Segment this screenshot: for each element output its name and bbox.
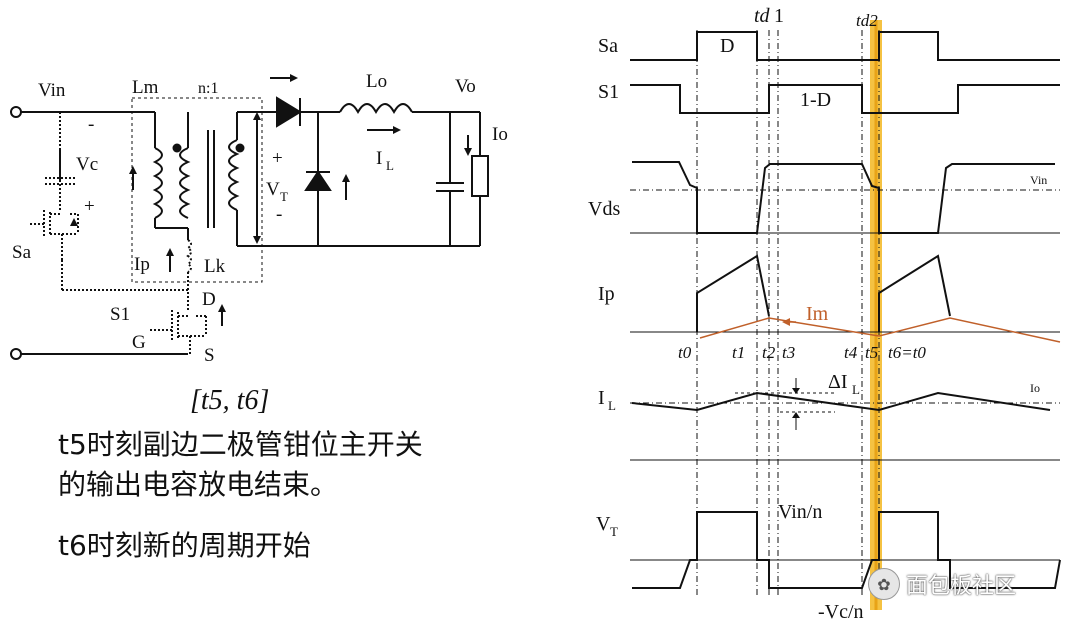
lm-winding (179, 147, 191, 219)
load-resistor (471, 155, 489, 197)
vt-label: V (266, 179, 280, 200)
im-label: Im (806, 303, 829, 325)
sa-wave-label: Sa (598, 35, 618, 57)
watermark: ✿ 面包板社区 (868, 568, 1016, 600)
t1-label: t1 (732, 343, 745, 362)
lk-label: Lk (204, 256, 226, 277)
td2-label: td2 (856, 11, 878, 30)
io-label: Io (492, 124, 508, 145)
s1-label: S1 (110, 304, 130, 325)
freewheel-diode (304, 170, 332, 191)
sa-label: Sa (12, 242, 32, 263)
il-wave-sub: L (608, 398, 616, 413)
ratio-label: n:1 (198, 80, 218, 97)
g-label: G (132, 332, 146, 353)
vo-label: Vo (455, 76, 476, 97)
caption-line-3: t6时刻新的周期开始 (58, 529, 311, 562)
vds-waveform (632, 161, 1055, 234)
vt-wave-label: V (596, 513, 611, 535)
sa-waveform (630, 31, 1060, 61)
primary-winding (152, 147, 163, 219)
io-level-label: Io (1030, 381, 1040, 395)
primary-dot (172, 143, 182, 153)
rectifier-diode (276, 96, 302, 128)
circuit-markers (70, 74, 472, 312)
il-sub: L (386, 158, 394, 173)
vin-n-label: Vin/n (778, 501, 822, 523)
neg-vc-n-label: -Vc/n (818, 601, 864, 623)
vin-level-label: Vin (1030, 173, 1047, 187)
gnd-terminal (10, 348, 22, 360)
ip-label: Ip (134, 254, 150, 275)
duty-d-label: D (720, 35, 734, 57)
vt-sub: T (280, 189, 288, 204)
ip-waveform-1 (696, 254, 770, 332)
lk-inductor (186, 239, 192, 273)
d-label: D (202, 289, 216, 310)
il-label: I (376, 148, 382, 169)
s-label: S (204, 345, 215, 366)
il-waveform (631, 391, 1051, 412)
s1-wave-label: S1 (598, 81, 619, 103)
il-wave-label: I (598, 387, 605, 409)
lm-label: Lm (132, 77, 159, 98)
im-waveform (699, 317, 1061, 343)
delta-il-label: ΔI (828, 371, 848, 393)
vc-minus: - (88, 114, 94, 135)
t5-label: t5 (865, 343, 878, 362)
clamp-branch (30, 112, 188, 291)
ip-waveform-2 (878, 254, 951, 332)
duty-1-d-label: 1-D (800, 89, 831, 111)
flyback-forward-circuit (10, 77, 489, 360)
caption-line-2: 的输出电容放电结束。 (58, 468, 339, 501)
t3-label: t3 (782, 343, 795, 362)
vt-wave-sub: T (610, 524, 618, 539)
transformer-box (131, 97, 263, 283)
t0-label: t0 (678, 343, 692, 362)
watermark-text: 面包板社区 (906, 574, 1017, 599)
output-inductor (339, 103, 413, 115)
vt-plus: + (272, 148, 283, 169)
vc-plus: + (84, 196, 95, 217)
t6-label: t6=t0 (888, 343, 926, 362)
wechat-icon: ✿ (868, 568, 900, 600)
s1-waveform (630, 84, 1060, 114)
s1-switch (150, 300, 207, 354)
t2-label: t2 (762, 343, 776, 362)
vt-waveform (632, 511, 1061, 589)
vds-wave-label: Vds (588, 198, 620, 220)
vin-terminal (10, 106, 22, 118)
vc-label: Vc (76, 154, 98, 175)
interval-label: [t5, t6] (190, 385, 270, 416)
td1-label: td (754, 5, 771, 27)
t4-label: t4 (844, 343, 858, 362)
td1-num: 1 (774, 5, 784, 27)
delta-il-sub: L (852, 382, 860, 397)
secondary-dot (235, 143, 245, 153)
vt-minus: - (276, 204, 282, 225)
ip-wave-label: Ip (598, 283, 615, 305)
vin-label: Vin (38, 80, 66, 101)
caption-line-1: t5时刻副边二极管钳位主开关 (58, 428, 423, 461)
secondary-winding (228, 139, 240, 211)
lo-label: Lo (366, 71, 387, 92)
